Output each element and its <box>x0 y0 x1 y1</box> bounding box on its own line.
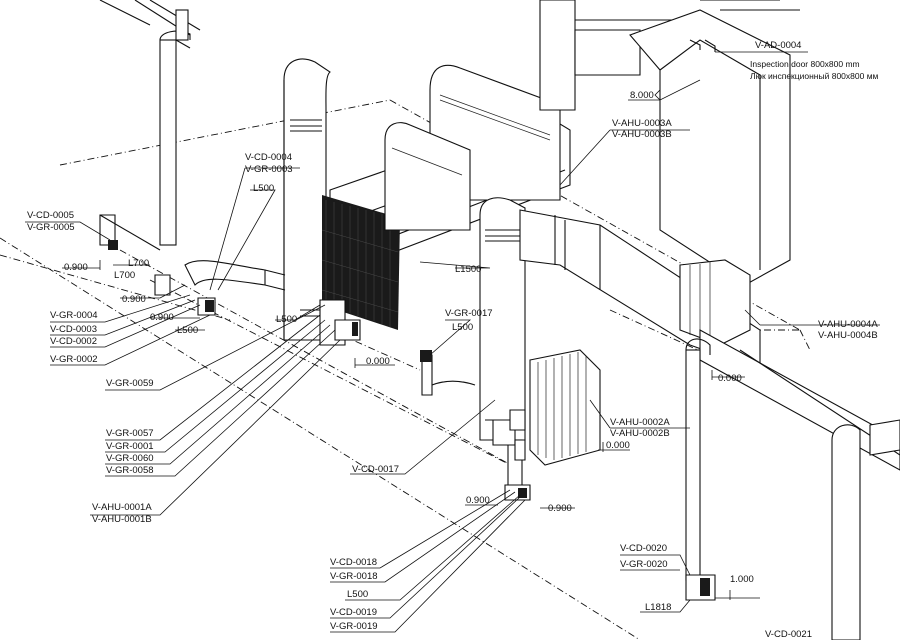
label-elev-0900-a: 0.900 <box>64 262 88 273</box>
label-v-cd-0019: V-CD-0019 <box>330 607 377 618</box>
label-v-gr-0059: V-GR-0059 <box>106 378 154 389</box>
label-l1818: L1818 <box>645 602 671 613</box>
label-elev-0000-b: 0.000 <box>718 373 742 384</box>
label-v-ahu-0004b: V-AHU-0004B <box>818 330 878 341</box>
center-small-fittings <box>319 299 526 461</box>
label-elev-0900-b: 0.900 <box>122 294 146 305</box>
center-tall-duct <box>479 197 526 441</box>
left-small-fittings <box>99 214 286 316</box>
label-elev-8000: 8.000 <box>630 90 654 101</box>
label-v-ad-0004: V-AD-0004 <box>755 40 801 51</box>
rear-ahu-cabinets <box>384 64 561 231</box>
label-inspection-en: Inspection door 800x800 mm <box>750 59 860 69</box>
label-l500-a: L500 <box>253 183 274 194</box>
label-v-cd-0017: V-CD-0017 <box>352 464 399 475</box>
label-inspection-ru: Люк инспекционный 800х800 мм <box>750 71 879 81</box>
supply-grille <box>321 195 400 330</box>
label-elev-0900-c: 0.900 <box>150 312 174 323</box>
label-v-gr-0057: V-GR-0057 <box>106 428 154 439</box>
label-v-gr-0018: V-GR-0018 <box>330 571 378 582</box>
leader-lines <box>25 51 880 633</box>
label-v-gr-0001: V-GR-0001 <box>106 441 154 452</box>
label-v-gr-0060: V-GR-0060 <box>106 453 154 464</box>
label-v-ahu-0003a: V-AHU-0003A <box>612 118 672 129</box>
label-l700-b: L700 <box>114 270 135 281</box>
label-v-ahu-0002b: V-AHU-0002B <box>610 428 670 439</box>
label-elev-0900-e: 0.900 <box>548 503 572 514</box>
label-v-cd-0005: V-CD-0005 <box>27 210 74 221</box>
label-v-ahu-0001a: V-AHU-0001A <box>92 502 152 513</box>
label-l500-c: L500 <box>276 314 297 325</box>
label-elev-0900-d: 0.900 <box>466 495 490 506</box>
annotation-labels: V-AD-0004 Inspection door 800x800 mm Люк… <box>27 40 879 640</box>
label-v-ahu-0003b: V-AHU-0003B <box>612 129 672 140</box>
label-v-ahu-0004a: V-AHU-0004A <box>818 319 878 330</box>
label-elev-1000: 1.000 <box>730 574 754 585</box>
label-elev-0000-c: 0.000 <box>606 440 630 451</box>
label-v-gr-0004: V-GR-0004 <box>50 310 98 321</box>
label-v-cd-0020: V-CD-0020 <box>620 543 667 554</box>
left-riser-duct <box>159 9 191 246</box>
label-l1500: L1500 <box>455 264 481 275</box>
ahu-0002-unit <box>529 349 601 466</box>
label-v-gr-0017: V-GR-0017 <box>445 308 493 319</box>
top-right-duct-run <box>629 0 800 286</box>
label-v-gr-0058: V-GR-0058 <box>106 465 154 476</box>
vcd-0020-drop-pipe <box>685 338 716 601</box>
label-v-cd-0018: V-CD-0018 <box>330 557 377 568</box>
label-v-gr-0003: V-GR-0003 <box>245 164 293 175</box>
right-vertical-pipe-a <box>831 424 861 640</box>
label-v-gr-0019: V-GR-0019 <box>330 621 378 632</box>
label-v-ahu-0001b: V-AHU-0001B <box>92 514 152 525</box>
label-l500-d: L500 <box>452 322 473 333</box>
label-l500-e: L500 <box>347 589 368 600</box>
right-lower-trunk <box>699 329 900 471</box>
label-v-gr-0005: V-GR-0005 <box>27 222 75 233</box>
label-v-ahu-0002a: V-AHU-0002A <box>610 417 670 428</box>
label-v-gr-0020: V-GR-0020 <box>620 559 668 570</box>
label-v-cd-0002: V-CD-0002 <box>50 336 97 347</box>
label-v-cd-0003: V-CD-0003 <box>50 324 97 335</box>
label-l700-a: L700 <box>128 258 149 269</box>
label-l500-b: L500 <box>177 325 198 336</box>
main-vertical-duct-right <box>539 0 700 111</box>
label-v-cd-0021: V-CD-0021 <box>765 629 812 640</box>
vgr-0017-pipe <box>420 350 476 396</box>
label-elev-0000-a: 0.000 <box>366 356 390 367</box>
ahu-0004-unit <box>679 259 751 346</box>
label-v-gr-0002: V-GR-0002 <box>50 354 98 365</box>
elevation-markers <box>99 89 731 600</box>
main-vertical-duct-left <box>283 58 331 341</box>
label-v-cd-0004: V-CD-0004 <box>245 152 292 163</box>
